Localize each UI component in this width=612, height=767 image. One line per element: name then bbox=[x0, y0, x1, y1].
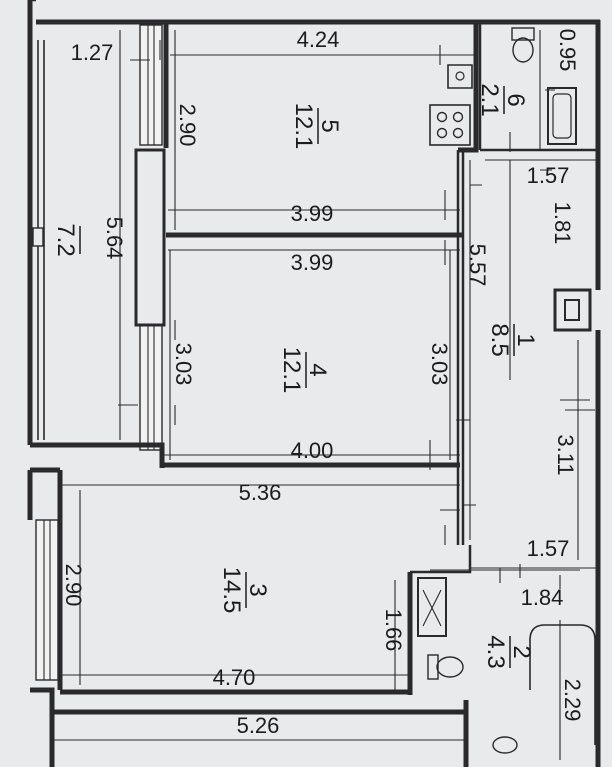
dimension-label: 3.03 bbox=[427, 343, 452, 386]
toilet-icon bbox=[511, 27, 535, 63]
dimension-label: 1.27 bbox=[71, 40, 114, 65]
dimension-label: 5.57 bbox=[465, 244, 490, 287]
dimension-label: 5.36 bbox=[239, 480, 282, 505]
dimension-label: 5.26 bbox=[237, 713, 280, 738]
room-number: 3 bbox=[244, 583, 271, 596]
dimension-label: 3.99 bbox=[291, 201, 334, 226]
room-number: 1 bbox=[512, 333, 539, 346]
room-number: 5 bbox=[316, 119, 343, 132]
room-area: 4.3 bbox=[482, 635, 509, 668]
room-label-7: 7.2 bbox=[52, 223, 81, 257]
room-area: 12.1 bbox=[278, 347, 305, 394]
dimension-label: 3.99 bbox=[291, 250, 334, 275]
dimension-label: 1.66 bbox=[381, 609, 406, 652]
dimension-label: 1.57 bbox=[527, 163, 570, 188]
stove-icon bbox=[429, 104, 471, 146]
washbasin-icon bbox=[417, 577, 447, 637]
room-labels: 5 12.1 4 12.1 3 14.5 7.2 6 2.1 bbox=[52, 83, 539, 668]
dimension-label: 0.95 bbox=[555, 29, 580, 72]
room-label-6: 6 2.1 bbox=[476, 83, 529, 116]
room-number: 6 bbox=[502, 93, 529, 106]
bathtub-icon bbox=[529, 624, 596, 745]
toilet-icon bbox=[427, 654, 464, 680]
kitchen-sink-icon bbox=[447, 64, 473, 89]
dimension-label: 2.29 bbox=[560, 679, 585, 722]
walls bbox=[27, 0, 612, 767]
dimension-label: 4.70 bbox=[213, 665, 256, 690]
room-area: 12.1 bbox=[290, 103, 317, 150]
room-number: 4 bbox=[304, 363, 331, 376]
room-label-3: 3 14.5 bbox=[218, 567, 271, 614]
dimension-label: 4.24 bbox=[297, 27, 340, 52]
dimension-label: 3.11 bbox=[553, 434, 578, 475]
room-label-4: 4 12.1 bbox=[278, 347, 331, 394]
dimension-lines bbox=[52, 30, 600, 760]
dimension-labels: 1.27 4.24 3.99 3.99 4.00 5.36 4.70 5.26 … bbox=[61, 27, 585, 738]
dimension-label: 1.81 bbox=[550, 202, 575, 245]
fixtures bbox=[417, 27, 596, 754]
dimension-label: 2.90 bbox=[175, 104, 200, 147]
bathtub-icon bbox=[547, 87, 577, 145]
dimension-label: 3.03 bbox=[171, 343, 196, 386]
dimension-label: 4.00 bbox=[291, 438, 334, 463]
dimension-label: 2.90 bbox=[61, 564, 86, 607]
room-number: 2 bbox=[508, 645, 535, 658]
room-area: 2.1 bbox=[476, 83, 503, 116]
room-label-5: 5 12.1 bbox=[290, 103, 343, 150]
dimension-label: 1.57 bbox=[527, 536, 570, 561]
sink-icon bbox=[492, 736, 518, 754]
dimension-label: 5.64 bbox=[102, 217, 127, 260]
room-area: 8.5 bbox=[486, 323, 513, 356]
dimension-label: 1.84 bbox=[521, 585, 564, 610]
room-area: 7.2 bbox=[52, 223, 79, 256]
room-area: 14.5 bbox=[218, 567, 245, 614]
room-label-1: 1 8.5 bbox=[486, 323, 539, 356]
room-label-2: 2 4.3 bbox=[482, 635, 535, 668]
